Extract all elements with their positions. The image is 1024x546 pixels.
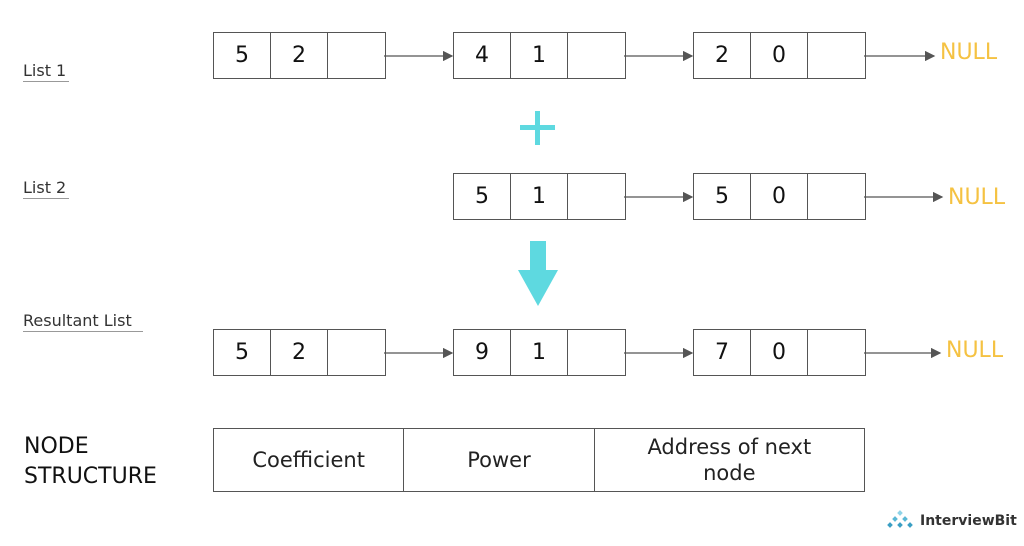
result-node-2: 9 1 — [453, 329, 626, 376]
list-1-underline — [23, 81, 69, 82]
resultant-list-label: Resultant List — [23, 311, 143, 332]
power-cell: 2 — [271, 33, 328, 78]
list-1-node-2: 4 1 — [453, 32, 626, 79]
node-structure-title: NODE STRUCTURE — [24, 432, 157, 492]
resultant-list-label-text: Resultant List — [23, 311, 132, 330]
power-cell: 1 — [511, 330, 568, 375]
brand-name: InterviewBit — [920, 513, 1017, 529]
result-null: NULL — [946, 338, 1004, 363]
power-field: Power — [404, 429, 595, 491]
power-cell: 2 — [271, 330, 328, 375]
list-2-node-2: 5 0 — [693, 173, 866, 220]
down-arrow-icon — [518, 241, 558, 306]
coefficient-cell: 4 — [454, 33, 511, 78]
coefficient-cell: 5 — [214, 33, 271, 78]
coefficient-cell: 2 — [694, 33, 751, 78]
brand: InterviewBit — [920, 513, 1017, 529]
list-1-node-1: 5 2 — [213, 32, 386, 79]
coefficient-field: Coefficient — [214, 429, 405, 491]
node-structure-table: Coefficient Power Address of next node — [213, 428, 865, 492]
list-1-label-text: List 1 — [23, 61, 67, 80]
node-structure-title-line1: NODE — [24, 434, 89, 459]
power-cell: 0 — [751, 330, 808, 375]
interviewbit-logo-icon — [887, 510, 913, 528]
resultant-list-underline — [23, 331, 143, 332]
result-node-3: 7 0 — [693, 329, 866, 376]
node-structure-title-line2: STRUCTURE — [24, 464, 157, 489]
list-2-node-1: 5 1 — [453, 173, 626, 220]
power-cell: 1 — [511, 33, 568, 78]
plus-icon — [520, 111, 555, 145]
list-2-label: List 2 — [23, 178, 69, 199]
list-2-label-text: List 2 — [23, 178, 67, 197]
address-field: Address of next node — [647, 435, 812, 485]
coefficient-cell: 9 — [454, 330, 511, 375]
coefficient-cell: 7 — [694, 330, 751, 375]
list-1-node-3: 2 0 — [693, 32, 866, 79]
result-node-1: 5 2 — [213, 329, 386, 376]
power-cell: 0 — [751, 174, 808, 219]
list-2-null: NULL — [948, 185, 1006, 210]
coefficient-cell: 5 — [214, 330, 271, 375]
list-2-underline — [23, 198, 69, 199]
list-1-null: NULL — [940, 40, 998, 65]
coefficient-cell: 5 — [694, 174, 751, 219]
list-1-label: List 1 — [23, 61, 69, 82]
coefficient-cell: 5 — [454, 174, 511, 219]
power-cell: 1 — [511, 174, 568, 219]
power-cell: 0 — [751, 33, 808, 78]
